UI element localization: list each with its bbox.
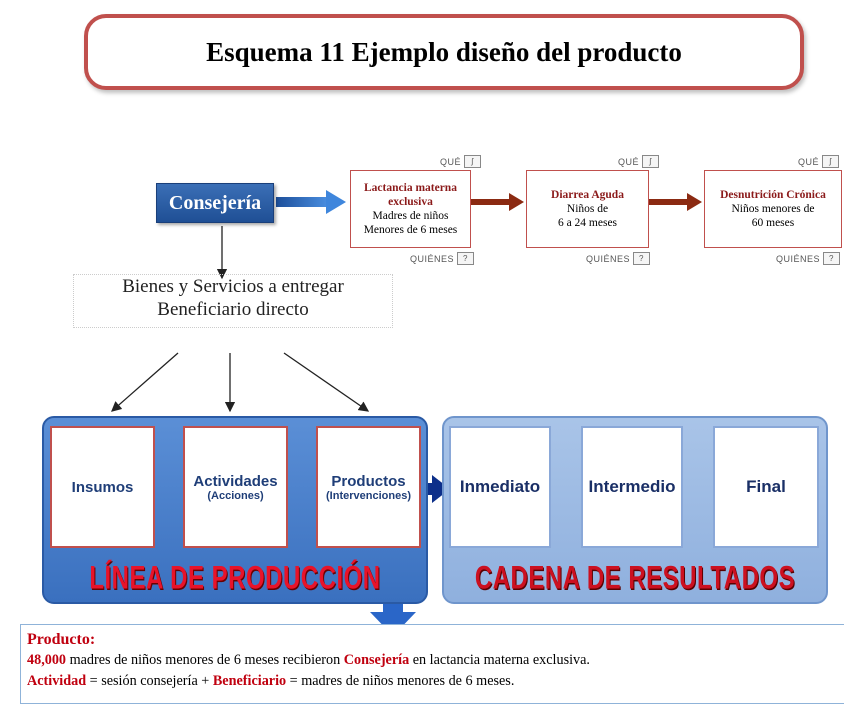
final-box: Final bbox=[713, 426, 819, 548]
linea-produccion-label: LÍNEA DE PRODUCCIÓN bbox=[89, 560, 381, 597]
intermedio-box: Intermedio bbox=[581, 426, 683, 548]
question-icon: ? bbox=[633, 252, 651, 265]
question-icon: ? bbox=[457, 252, 475, 265]
producto-line-2: Actividad = sesión consejería + Benefici… bbox=[27, 673, 515, 689]
insumos-box: Insumos bbox=[50, 426, 155, 548]
page-title: Esquema 11 Ejemplo diseño del producto bbox=[206, 36, 682, 67]
consejeria-button: Consejería bbox=[156, 183, 274, 223]
result-box-title: Desnutrición Crónica bbox=[720, 189, 826, 201]
result-box-diarrea: Diarrea Aguda Niños de 6 a 24 meses bbox=[526, 170, 649, 248]
cadena-resultados-label: CADENA DE RESULTADOS bbox=[474, 560, 796, 597]
result-box-title: Diarrea Aguda bbox=[551, 189, 624, 201]
question-icon: ? bbox=[823, 252, 841, 265]
formula-icon: ʃ bbox=[822, 155, 840, 168]
bienes-servicios-box: Bienes y Servicios a entregar Beneficiar… bbox=[73, 274, 393, 328]
inmediato-box: Inmediato bbox=[449, 426, 551, 548]
result-arrow-2 bbox=[649, 193, 702, 211]
productos-box: Productos (Intervenciones) bbox=[316, 426, 421, 548]
result-box-desnutricion: Desnutrición Crónica Niños menores de 60… bbox=[704, 170, 842, 248]
result-box-title: Lactancia materna exclusiva bbox=[364, 182, 457, 208]
result-box-lactancia: Lactancia materna exclusiva Madres de ni… bbox=[350, 170, 471, 248]
producto-line-1: 48,000 madres de niños menores de 6 mese… bbox=[27, 652, 590, 668]
producto-heading: Producto: bbox=[27, 631, 96, 648]
consejeria-arrow bbox=[276, 190, 346, 214]
title-box: Esquema 11 Ejemplo diseño del producto bbox=[84, 14, 804, 90]
formula-icon: ʃ bbox=[464, 155, 482, 168]
result-arrow-1 bbox=[471, 193, 524, 211]
quienes-tag-1: QUIÉNES? bbox=[410, 252, 475, 265]
arrow-to-insumos bbox=[111, 352, 179, 412]
panel-connector-arrow bbox=[418, 475, 450, 503]
formula-icon: ʃ bbox=[642, 155, 660, 168]
actividades-box: Actividades (Acciones) bbox=[183, 426, 288, 548]
producto-description: Producto: 48,000 madres de niños menores… bbox=[20, 624, 844, 704]
quienes-tag-3: QUIÉNES? bbox=[776, 252, 841, 265]
quienes-tag-2: QUIÉNES? bbox=[586, 252, 651, 265]
arrow-to-productos bbox=[283, 352, 370, 412]
